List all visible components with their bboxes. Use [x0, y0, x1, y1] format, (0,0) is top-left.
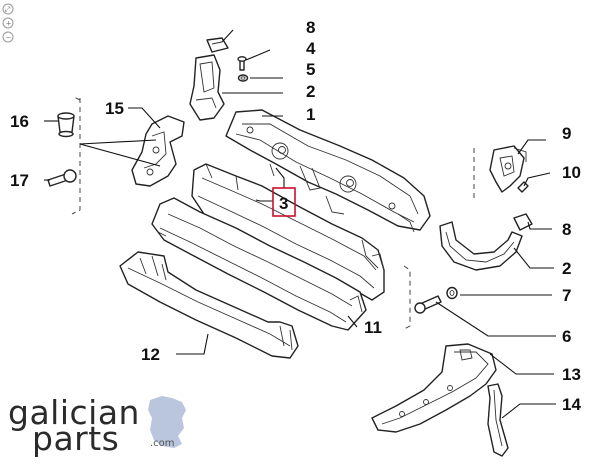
callout-2-right[interactable]: 2 [562, 259, 571, 278]
part-17-bolt[interactable] [47, 169, 77, 187]
part-13-tow-bracket[interactable] [371, 343, 497, 433]
callout-10[interactable]: 10 [562, 163, 581, 182]
zoom-in-icon[interactable]: + [2, 17, 14, 29]
callout-13[interactable]: 13 [562, 365, 581, 384]
part-8-right-clip[interactable] [513, 213, 533, 231]
part-2-upper-bracket[interactable] [189, 54, 225, 121]
callouts: 8 4 5 2 1 15 16 17 9 10 8 2 7 6 11 12 13… [10, 18, 581, 414]
leader-lines [44, 29, 556, 419]
part-5-nut[interactable] [237, 74, 249, 82]
part-6-bolt[interactable] [414, 295, 442, 314]
part-8-top-clip[interactable] [206, 37, 229, 53]
callout-5[interactable]: 5 [306, 60, 315, 79]
callout-6[interactable]: 6 [562, 327, 571, 346]
callout-12[interactable]: 12 [141, 345, 160, 364]
part-9-right-bracket[interactable] [489, 145, 527, 193]
callout-7[interactable]: 7 [562, 286, 571, 305]
part-12-energy-absorber[interactable] [119, 251, 299, 359]
callout-1[interactable]: 1 [306, 105, 315, 124]
callout-3-highlight-box [272, 187, 296, 217]
zoom-fit-icon[interactable]: ⤢ [2, 3, 14, 15]
callout-3[interactable]: 3 [279, 194, 288, 213]
galicia-map-icon [148, 396, 186, 448]
callout-9[interactable]: 9 [562, 124, 571, 143]
part-2-lower-bracket[interactable] [439, 221, 523, 271]
zoom-out-icon[interactable]: − [2, 31, 14, 43]
galicianparts-logo: galician parts .com [8, 393, 186, 458]
callout-11[interactable]: 11 [364, 318, 382, 337]
logo-line2: parts [32, 419, 119, 458]
part-7-washer[interactable] [446, 286, 458, 300]
zoom-controls: ⤢ + − [2, 3, 14, 43]
part-10-screw[interactable] [517, 181, 529, 193]
part-16-cap[interactable] [57, 112, 75, 138]
callout-17[interactable]: 17 [10, 171, 29, 190]
zoom-fit-glyph: ⤢ [5, 6, 11, 14]
callout-14[interactable]: 14 [562, 395, 581, 414]
callout-8-right[interactable]: 8 [562, 220, 571, 239]
logo-suffix: .com [150, 438, 175, 449]
callout-8-top[interactable]: 8 [306, 18, 315, 37]
callout-15[interactable]: 15 [105, 99, 124, 118]
part-15-left-bracket[interactable] [131, 115, 185, 187]
part-4-screw[interactable] [237, 56, 247, 71]
part-1-cross-member[interactable] [225, 109, 431, 233]
callout-16[interactable]: 16 [10, 112, 29, 131]
part-11-bumper-beam[interactable] [151, 197, 367, 331]
part-14-strip[interactable] [487, 383, 509, 457]
zoom-out-glyph: − [6, 34, 12, 42]
zoom-in-glyph: + [6, 20, 12, 28]
callout-2-top[interactable]: 2 [306, 82, 315, 101]
logo-line1: galician [8, 393, 140, 432]
callout-4[interactable]: 4 [306, 39, 316, 58]
